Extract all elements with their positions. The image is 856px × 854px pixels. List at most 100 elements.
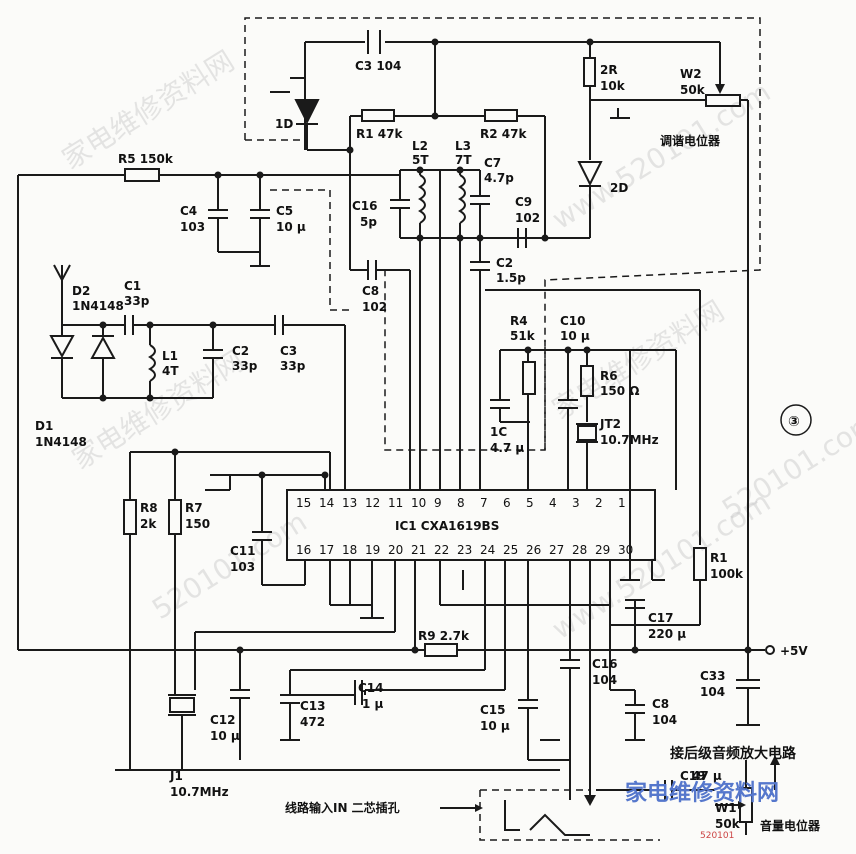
c7-label: C7 <box>484 156 501 170</box>
amp-output-label: 接后级音频放大电路 <box>670 745 797 762</box>
ic1-pin-3: 3 <box>572 496 580 510</box>
ic1-pin-14: 14 <box>319 496 334 510</box>
c33-label: C33 <box>700 669 726 683</box>
c10-label: C10 <box>560 314 586 328</box>
c16-top-value: 5p <box>360 215 377 229</box>
c2-mid-label: C2 <box>232 344 249 358</box>
j1-value: 10.7MHz <box>170 785 229 799</box>
r-2r-label: 2R <box>600 63 618 77</box>
w2-description: 调谐电位器 <box>660 133 721 148</box>
jt2-label: JT2 <box>599 417 621 431</box>
if-filter: R4 51k C10 10 μ R6 150 Ω 1C 4.7 μ JT2 10… <box>485 289 701 560</box>
c8-mid-value: 102 <box>362 300 387 314</box>
c4-label: C4 <box>180 204 197 218</box>
c17-label: C17 <box>648 611 674 625</box>
r4-resistor <box>522 361 536 395</box>
r1-right-value: 100k <box>710 567 744 581</box>
diode-d1 <box>49 335 75 359</box>
ic1-pin-9: 9 <box>434 496 442 510</box>
c11-value: 103 <box>230 560 255 574</box>
w1-label: W1 <box>715 801 737 815</box>
diode-1d-label: 1D <box>275 117 293 131</box>
r1-top-label: R1 47k <box>356 127 403 141</box>
vcc-terminal <box>765 645 775 655</box>
r2-top-label: R2 47k <box>480 127 527 141</box>
ic1-pin-11: 11 <box>388 496 403 510</box>
r9-label: R9 2.7k <box>418 629 470 643</box>
c12-label: C12 <box>210 713 236 727</box>
ic1-pin-13: 13 <box>342 496 357 510</box>
c19-label: C19 <box>680 769 706 783</box>
ic1-pin-5: 5 <box>526 496 534 510</box>
r7-label: R7 <box>185 501 203 515</box>
l2-value: 5T <box>412 153 429 167</box>
shield-box <box>244 17 761 451</box>
diode-1d: 1D <box>270 77 320 131</box>
r9-resistor <box>424 643 458 657</box>
c19-value: 47 μ <box>692 769 722 783</box>
r8-resistor <box>123 499 137 535</box>
c5-label: C5 <box>276 204 293 218</box>
r5-label: R5 150k <box>118 152 174 166</box>
jt2-value: 10.7MHz <box>600 433 659 447</box>
r4-label: R4 <box>510 314 528 328</box>
r4-value: 51k <box>510 329 536 343</box>
watermark-4: 家电维修资料网 <box>66 344 250 476</box>
c33-value: 104 <box>700 685 725 699</box>
j1-label: J1 <box>169 769 183 783</box>
watermark-6: 520101.com <box>716 405 856 526</box>
ic1-pin-26: 26 <box>526 543 541 557</box>
c15-value: 10 μ <box>480 719 510 733</box>
site-small: 520101 <box>700 831 734 841</box>
c14-value: 1 μ <box>362 697 384 711</box>
l3-label: L3 <box>455 139 471 153</box>
r1-top-resistor <box>361 109 395 122</box>
ic1-pin-16: 16 <box>296 543 311 557</box>
d2-label: D2 <box>72 284 90 298</box>
ic1-pin-10: 10 <box>411 496 426 510</box>
r7-resistor <box>168 499 182 535</box>
c2-top-label: C2 <box>496 256 513 270</box>
ic1-pin-4: 4 <box>549 496 557 510</box>
c1-value: 33p <box>124 294 150 308</box>
ic1-pin-18: 18 <box>342 543 357 557</box>
c15-label: C15 <box>480 703 506 717</box>
site-logo: 家电维修资料网 <box>625 780 779 806</box>
l1-label: L1 <box>162 349 178 363</box>
d1-value: 1N4148 <box>35 435 87 449</box>
c5-value: 10 μ <box>276 220 306 234</box>
l1-value: 4T <box>162 364 179 378</box>
ic1-pin-1: 1 <box>618 496 626 510</box>
c3-top-label: C3 104 <box>355 59 401 73</box>
ground-symbols <box>115 739 645 771</box>
d2-value: 1N4148 <box>72 299 124 313</box>
ic1-pin-12: 12 <box>365 496 380 510</box>
c3-mid-label: C3 <box>280 344 297 358</box>
audio-output: 线路输入IN 二芯插孔 C19 47 μ W1 50k 音量电位器 接后级音频放… <box>285 745 821 841</box>
line-input-label: 线路输入IN 二芯插孔 <box>285 800 400 815</box>
c10-value: 10 μ <box>560 329 590 343</box>
r-2r-resistor <box>583 57 596 87</box>
r2-top-resistor <box>484 109 518 122</box>
ic1-pin-27: 27 <box>549 543 564 557</box>
c16-value: 104 <box>592 673 617 687</box>
c12-value: 10 μ <box>210 729 240 743</box>
c8-bottom-value: 104 <box>652 713 677 727</box>
ic1-pin-28: 28 <box>572 543 587 557</box>
ic1-pin-7: 7 <box>480 496 488 510</box>
ic1-pin-17: 17 <box>319 543 334 557</box>
ic1-pin-23: 23 <box>457 543 472 557</box>
c7-value: 4.7p <box>484 171 514 185</box>
c3-mid-value: 33p <box>280 359 306 373</box>
ic1-pin-15: 15 <box>296 496 311 510</box>
ic1-pin-22: 22 <box>434 543 449 557</box>
c8-mid-label: C8 <box>362 284 379 298</box>
ic1-pin-24: 24 <box>480 543 495 557</box>
bottom-network: +5V R9 2.7k R1 100k <box>18 547 808 806</box>
r5-resistor <box>124 168 160 182</box>
ic1-pin-6: 6 <box>503 496 511 510</box>
c4-value: 103 <box>180 220 205 234</box>
w1-description: 音量电位器 <box>760 818 821 833</box>
